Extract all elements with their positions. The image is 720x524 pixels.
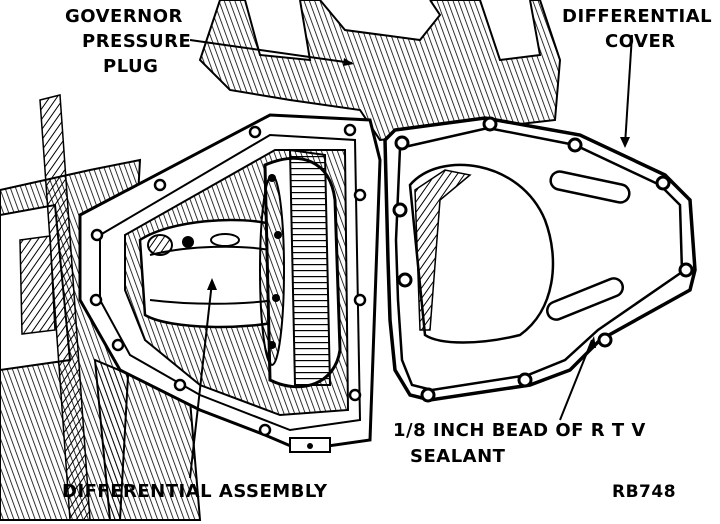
- label-differential-assembly: DIFFERENTIAL ASSEMBLY: [62, 481, 328, 502]
- cover-leader: [624, 34, 633, 146]
- label-governor-line3: PLUG: [103, 56, 158, 77]
- label-governor-line2: PRESSURE: [82, 31, 191, 52]
- arrow-tips: [207, 58, 630, 348]
- figure-code: RB748: [612, 482, 676, 502]
- label-diffcover-line1: DIFFERENTIAL: [562, 6, 712, 27]
- label-bead-line1: 1/8 INCH BEAD OF R T V: [393, 420, 646, 441]
- differential-assembly: [138, 148, 342, 389]
- bead-leader: [559, 339, 593, 421]
- label-governor-line1: GOVERNOR: [65, 6, 183, 27]
- label-diffcover-line2: COVER: [605, 31, 676, 52]
- diff-assembly-leader: [189, 281, 213, 479]
- label-bead-line2: SEALANT: [410, 446, 506, 467]
- governor-leader: [189, 39, 353, 64]
- differential-cover: [383, 116, 697, 403]
- leader-lines: [189, 34, 633, 479]
